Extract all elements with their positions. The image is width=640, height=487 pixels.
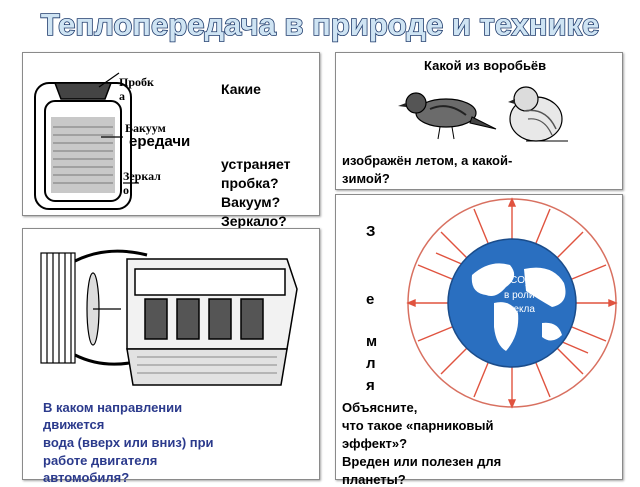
co2-text: CO (510, 275, 525, 286)
co2-label: CO2 (510, 275, 529, 288)
slide-title: Теплопередача в природе и технике (40, 6, 600, 43)
earth-question-line-4: Вреден или полезен для (342, 454, 502, 469)
thermos-panel: Пробк а Вакуум Зеркал о Какие ередачи ус… (22, 52, 320, 229)
thermos-question-line-1: Какие (221, 81, 261, 97)
earth-letter-3: м (366, 333, 378, 350)
thermos-question-line-5: Зеркало? (221, 213, 287, 229)
label-cork-end: а (119, 89, 125, 103)
summer-sparrow (398, 92, 497, 140)
earth-letter-1: З (366, 223, 376, 240)
earth-question-line-3: эффект»? (342, 436, 408, 451)
sparrows-question-line-3: зимой? (342, 171, 390, 186)
slide-title-text: Теплопередача в природе и технике (41, 7, 600, 42)
sparrows-question-line-1: Какой из воробьёв (424, 58, 547, 73)
greenhouse-illustration (406, 197, 618, 409)
earth-letter-5: я (366, 377, 375, 394)
label-mirror: Зеркал (123, 169, 161, 183)
thermos-illustration (34, 72, 139, 210)
sparrows-question-line-2: изображён летом, а какой- (342, 153, 513, 168)
engine-question-line-2: движется (43, 417, 105, 432)
label-cork: Пробк (119, 75, 154, 89)
thermos-question-line-2: устраняет (221, 156, 291, 172)
engine-fan (86, 272, 121, 346)
earth-question-line-2: что такое «парниковый (342, 418, 494, 433)
engine-block (126, 258, 298, 386)
sparrows-panel: Какой из воробьёв изображён летом, а как… (335, 52, 623, 190)
sparrows-illustration (398, 86, 568, 142)
thermos-question-line-4: Вакуум? (221, 194, 281, 210)
label-mirror-end: о (123, 183, 129, 197)
thermos-question-line-3: пробка? (221, 175, 279, 191)
co2-subscript: 2 (525, 281, 529, 288)
engine-illustration (40, 249, 298, 386)
radiator (40, 252, 76, 364)
engine-question-line-1: В каком направлении (43, 400, 183, 415)
thermos-question-overlap: ередачи (129, 133, 191, 150)
engine-question-line-4: работе двигателя (43, 453, 158, 468)
engine-panel: В каком направлении движется вода (вверх… (22, 228, 320, 485)
winter-sparrow (508, 86, 568, 142)
earth-question-line-1: Объясните, (342, 400, 418, 415)
co2-glass-label: стекла (504, 304, 535, 315)
engine-question-line-5: автомобиля? (43, 470, 130, 485)
cork-pointer (98, 72, 120, 88)
engine-question-line-3: вода (вверх или вниз) при (43, 435, 214, 450)
co2-role-label: в роли (504, 290, 535, 301)
heat-arrows (406, 197, 618, 409)
earth-panel: CO2 в роли стекла З е м л я Объясните, ч… (335, 194, 623, 487)
earth-letter-4: л (366, 355, 376, 372)
earth-letter-2: е (366, 291, 375, 308)
label-vacuum: Вакуум (125, 121, 166, 135)
